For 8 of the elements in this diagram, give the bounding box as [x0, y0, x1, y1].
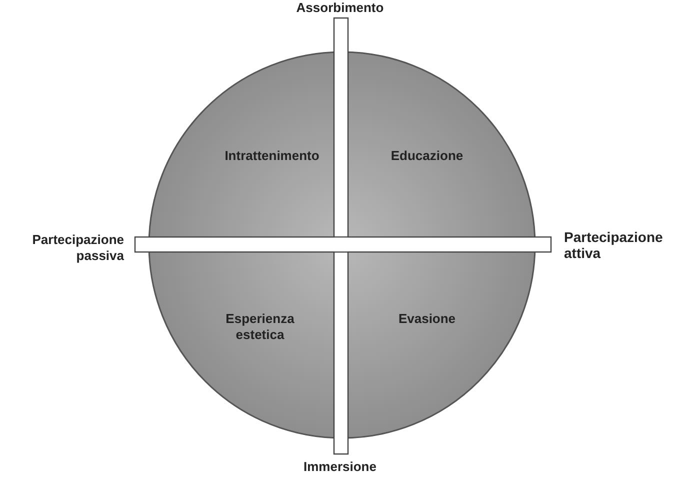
- quadrant-label: Intrattenimento: [224, 148, 320, 164]
- quadrant-label: Evasione: [397, 311, 457, 327]
- axis-label: Immersione: [302, 459, 378, 475]
- quadrant-label: Esperienza estetica: [224, 311, 296, 343]
- axis-label: Assorbimento: [295, 0, 385, 16]
- axis-label: Partecipazione passiva: [31, 232, 124, 264]
- quadrant-label: Educazione: [390, 148, 464, 164]
- axis-label: Partecipazione attiva: [564, 229, 664, 261]
